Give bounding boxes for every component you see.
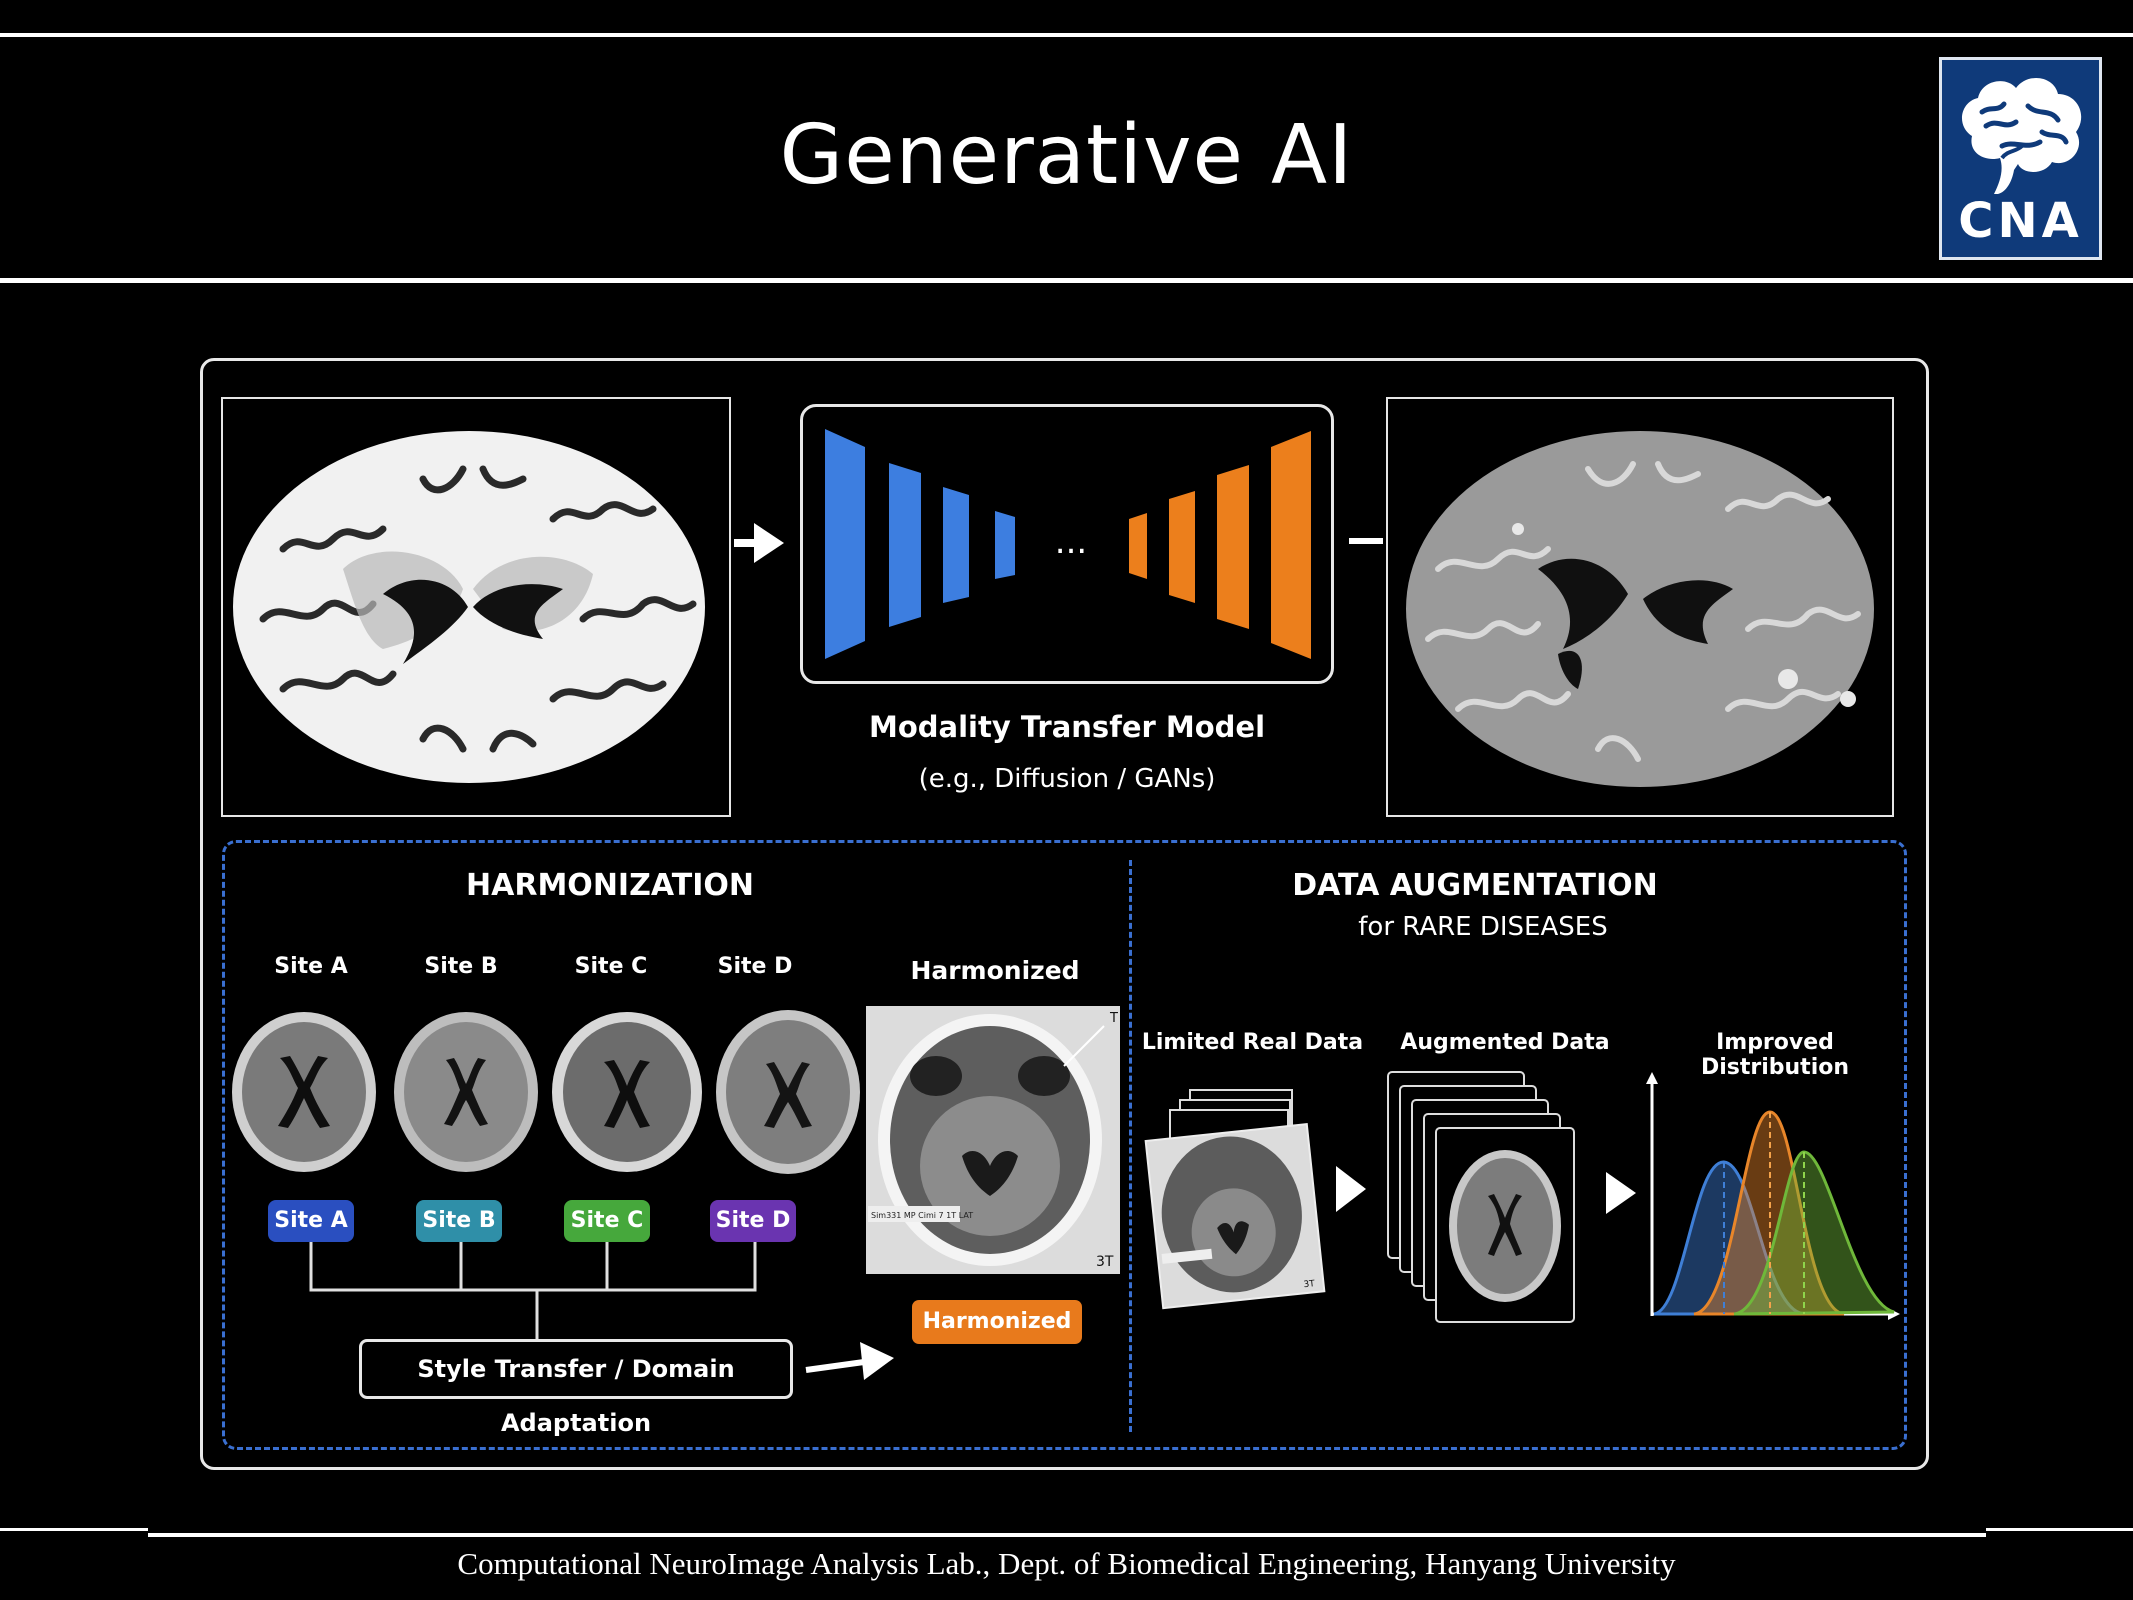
- header-rule: [0, 278, 2133, 283]
- encoder-layer-1: [825, 429, 865, 659]
- decoder-layer-2: [1169, 491, 1195, 603]
- harmonized-scan-panel: T 3T Sim331 MP Cimi 7 1T LAT: [866, 1006, 1120, 1274]
- limited-real-data-label: Limited Real Data: [1141, 1030, 1364, 1055]
- decoder-layer-1: [1129, 513, 1147, 579]
- site-c-brain-image: [552, 1012, 702, 1172]
- decoder-layer-3: [1217, 465, 1249, 629]
- footer-rule-left: [0, 1528, 148, 1531]
- site-a-brain-image: [232, 1012, 376, 1172]
- augmented-data-stack: [1387, 1071, 1575, 1323]
- harmonization-heading: HARMONIZATION: [466, 868, 754, 903]
- style-transfer-box: Style Transfer / Domain Adaptation: [359, 1339, 793, 1437]
- harmonized-scan-corner-tag: T: [1109, 1011, 1118, 1026]
- site-b-label: Site B: [424, 954, 498, 979]
- model-title: Modality Transfer Model: [868, 710, 1266, 744]
- harmonized-chip: Harmonized: [912, 1300, 1082, 1344]
- harmonized-scan-tag: 3T: [1096, 1254, 1114, 1270]
- harmonized-label: Harmonized: [910, 956, 1080, 985]
- site-b-chip: Site B: [416, 1200, 502, 1242]
- improved-distribution-chart: [1646, 1072, 1900, 1320]
- site-a-chip: Site A: [268, 1200, 354, 1242]
- site-d-label: Site D: [717, 954, 793, 979]
- logo-text: CNA: [1958, 193, 2083, 249]
- limited-real-data-stack: 3T: [1144, 1089, 1326, 1310]
- diagram-frame: [200, 358, 1929, 1470]
- harmonized-scan-caption: Sim331 MP Cimi 7 1T LAT: [871, 1211, 973, 1220]
- decoder-layer-4: [1271, 431, 1311, 659]
- site-a-label: Site A: [274, 954, 348, 979]
- site-c-label: Site C: [574, 954, 648, 979]
- flair-brain-image: [1406, 431, 1874, 787]
- output-connector-line: [1349, 538, 1383, 544]
- applications-divider: [1129, 860, 1132, 1432]
- modality-transfer-model-box: ...: [800, 404, 1334, 684]
- augmentation-subheading: for RARE DISEASES: [1358, 912, 1608, 942]
- augmentation-heading: DATA AUGMENTATION: [1292, 868, 1658, 903]
- lab-logo: CNA: [1939, 57, 2102, 260]
- site-connector-tree: [309, 1242, 757, 1340]
- model-subtitle: (e.g., Diffusion / GANs): [918, 764, 1216, 794]
- site-b-brain-image: [394, 1012, 538, 1172]
- arrow-to-distribution-icon: [1606, 1172, 1636, 1214]
- encoder-decoder-icon: ...: [825, 429, 1311, 659]
- t1-brain-image: [233, 431, 705, 783]
- footer-credit: Computational NeuroImage Analysis Lab., …: [457, 1546, 1676, 1581]
- footer-rule: [148, 1533, 1986, 1537]
- limited-scan-tag: 3T: [1303, 1279, 1316, 1290]
- arrow-to-harmonized-icon: [805, 1342, 894, 1380]
- encoder-layer-2: [889, 463, 921, 627]
- model-ellipsis: ...: [1055, 522, 1087, 562]
- site-d-brain-image: [716, 1010, 860, 1174]
- footer-rule-right: [1986, 1528, 2133, 1531]
- encoder-layer-4: [995, 511, 1015, 579]
- output-flair-brain-panel: [1386, 397, 1894, 817]
- harmonized-scan-image: T 3T Sim331 MP Cimi 7 1T LAT: [868, 1011, 1118, 1270]
- arrow-right-icon: [734, 523, 784, 563]
- encoder-layer-3: [943, 487, 969, 603]
- improved-distribution-label: Improved Distribution: [1700, 1030, 1850, 1080]
- arrow-to-augmented-icon: [1336, 1166, 1366, 1212]
- applications-panel: [222, 840, 1907, 1450]
- input-t1-brain-panel: [221, 397, 731, 817]
- augmented-data-label: Augmented Data: [1400, 1030, 1610, 1055]
- top-rule: [0, 33, 2133, 37]
- site-d-chip: Site D: [710, 1200, 796, 1242]
- slide-title: Generative AI: [779, 108, 1354, 203]
- site-c-chip: Site C: [564, 1200, 650, 1242]
- brain-icon: [1961, 77, 2082, 194]
